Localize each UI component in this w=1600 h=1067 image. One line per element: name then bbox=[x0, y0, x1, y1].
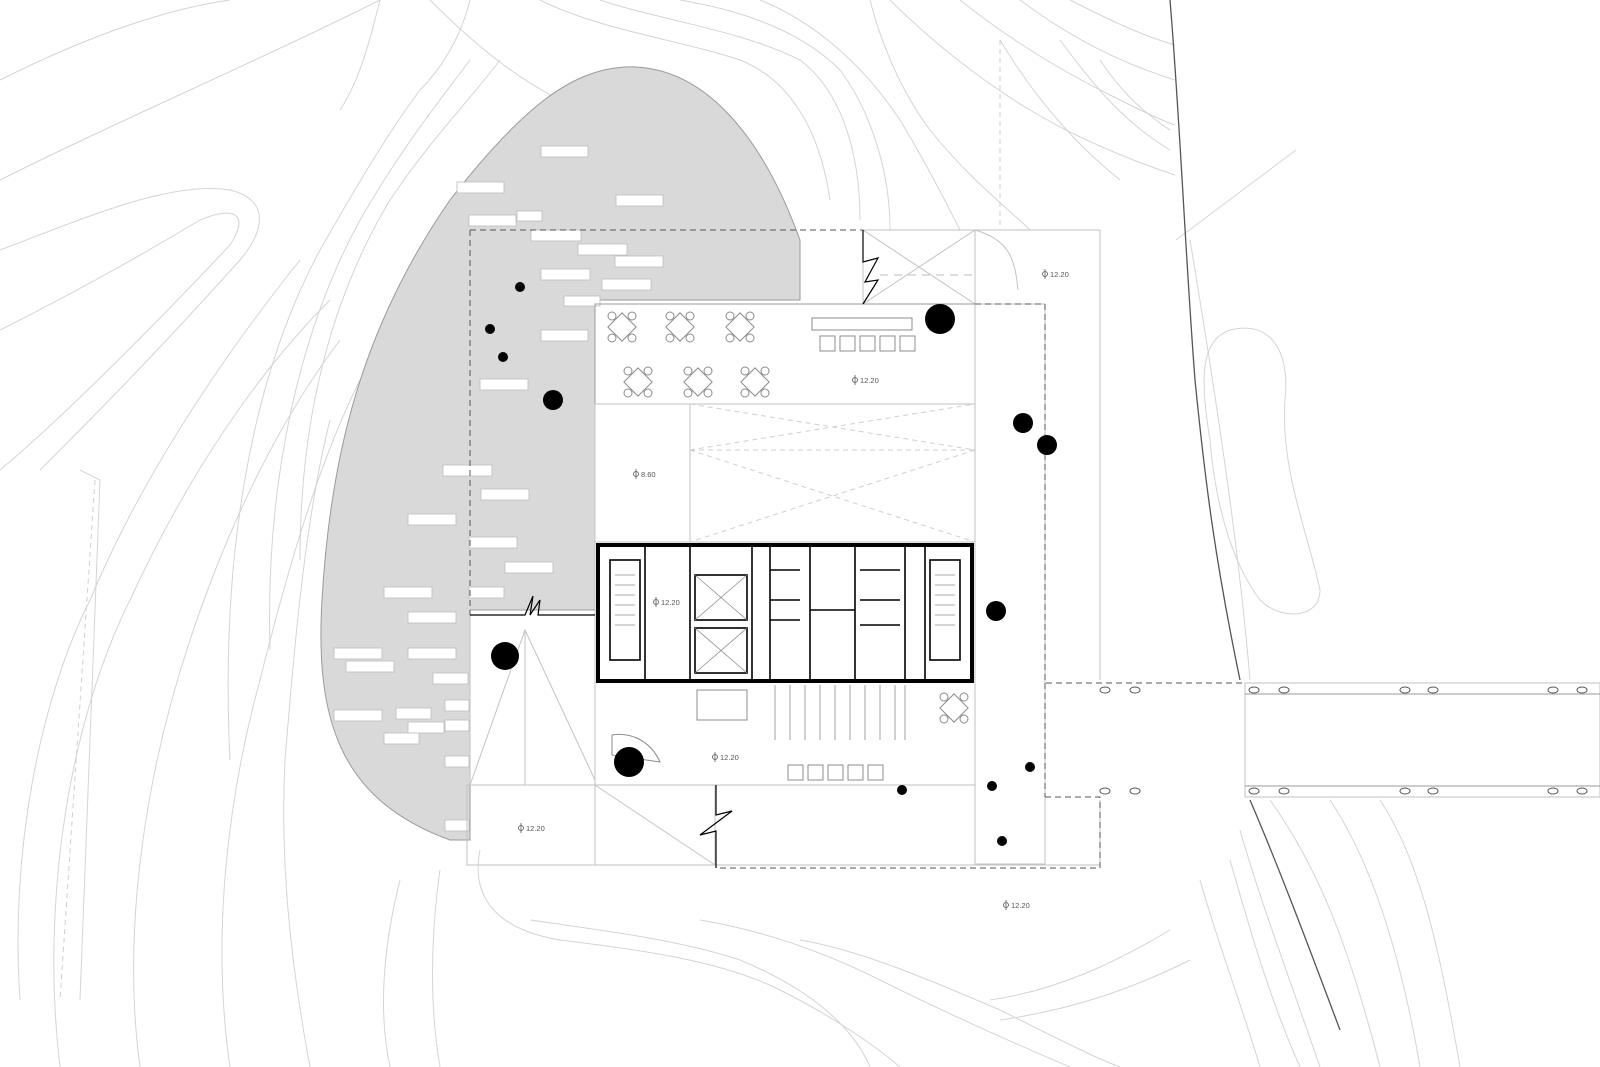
road-edge-south bbox=[1249, 799, 1341, 1031]
level-marker-terrace-southwest: 12.20 bbox=[518, 823, 545, 833]
level-symbol bbox=[852, 375, 858, 385]
level-marker-courtyard-low: 8.60 bbox=[633, 469, 656, 479]
level-label: 8.60 bbox=[641, 470, 656, 479]
trees bbox=[485, 282, 1057, 846]
canopy-outline bbox=[469, 229, 1245, 869]
level-marker-entrance-hall: 12.20 bbox=[712, 752, 739, 762]
level-symbol bbox=[1003, 900, 1009, 910]
terrace-slats bbox=[333, 145, 664, 832]
level-label: 12.20 bbox=[1011, 901, 1030, 910]
level-label: 12.20 bbox=[720, 753, 739, 762]
level-symbol bbox=[1042, 269, 1048, 279]
lobby-seats bbox=[611, 685, 906, 781]
bridge-walkway bbox=[1099, 682, 1600, 798]
contour-lines bbox=[0, 0, 1461, 1067]
level-marker-core-lobby: 12.20 bbox=[653, 597, 680, 607]
building-core bbox=[596, 543, 974, 683]
level-marker-cafe: 12.20 bbox=[852, 375, 879, 385]
level-symbol bbox=[518, 823, 524, 833]
bar-counter bbox=[811, 317, 916, 352]
level-label: 12.20 bbox=[860, 376, 879, 385]
road-edge bbox=[1169, 0, 1241, 681]
break-lines bbox=[470, 230, 880, 868]
level-symbol bbox=[633, 469, 639, 479]
level-symbol bbox=[712, 752, 718, 762]
level-symbol bbox=[653, 597, 659, 607]
level-marker-terrace-east: 12.20 bbox=[1042, 269, 1069, 279]
level-label: 12.20 bbox=[1050, 270, 1069, 279]
level-label: 12.20 bbox=[526, 824, 545, 833]
planted-area bbox=[320, 66, 801, 841]
level-label: 12.20 bbox=[661, 598, 680, 607]
level-marker-plaza-south: 12.20 bbox=[1003, 900, 1030, 910]
cafe-tables bbox=[607, 311, 969, 724]
